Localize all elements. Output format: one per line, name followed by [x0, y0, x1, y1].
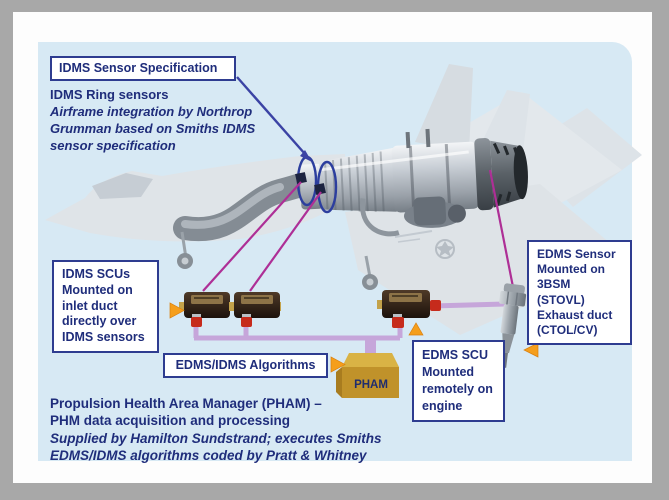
edms-sensor-box: EDMS Sensor Mounted on 3BSM (STOVL) Exha… — [527, 240, 632, 346]
orange-arrow-left-probe-icon — [523, 342, 539, 358]
idms-sensor-spec-box: IDMS Sensor Specification — [50, 56, 236, 81]
idms-ring-sensors — [295, 155, 338, 214]
idms-ring-note: IDMS Ring sensors Airframe integration b… — [50, 87, 256, 153]
engine-illustration — [299, 128, 528, 237]
algorithms-box: EDMS/IDMS Algorithms — [163, 353, 328, 378]
landing-gear — [177, 231, 378, 290]
idms-scu-1 — [179, 292, 231, 327]
magenta-sensor-lines — [202, 169, 515, 292]
idms-scu-2 — [229, 292, 281, 327]
scu-devices — [179, 290, 441, 328]
insignia-star-icon — [435, 239, 455, 259]
orange-arrow-right-scus-icon — [169, 302, 185, 319]
pham-label: PHAM — [354, 379, 388, 391]
pham-box: PHAM — [336, 353, 399, 398]
sensor-bus-lines — [193, 301, 506, 354]
edms-scu-device — [377, 290, 441, 328]
idms-sensor-spec-label: IDMS Sensor Specification — [59, 61, 218, 75]
orange-arrow-up-edms-scu-icon — [408, 322, 424, 336]
pham-footer-note: Propulsion Health Area Manager (PHAM) – … — [50, 396, 382, 463]
callout-arrow-icon — [236, 76, 312, 162]
orange-arrow-right-pham-icon — [330, 356, 346, 373]
idms-scus-box: IDMS SCUs Mounted on inlet duct directly… — [52, 260, 159, 353]
algorithms-label: EDMS/IDMS Algorithms — [175, 358, 316, 372]
ring-note-heading: IDMS Ring sensors — [50, 87, 169, 102]
edms-scu-box: EDMS SCU Mounted remotely on engine — [412, 340, 505, 422]
